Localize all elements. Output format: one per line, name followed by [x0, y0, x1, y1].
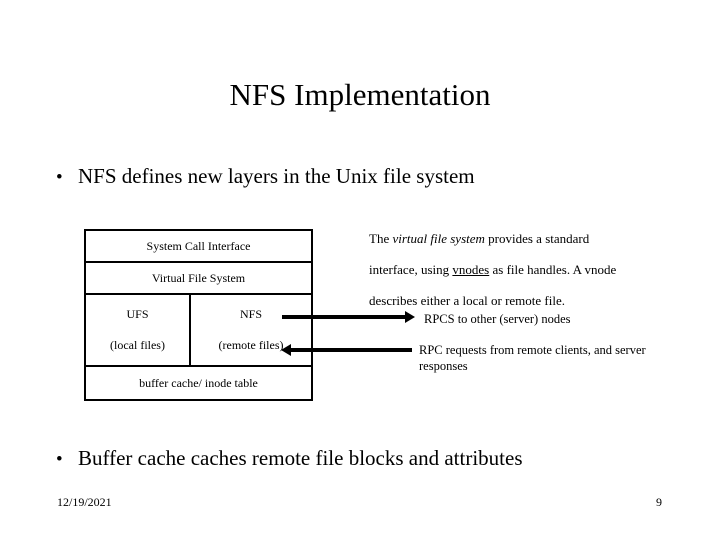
diagram-cell-nfs-title: NFS — [239, 307, 262, 321]
arrowhead-left-icon — [281, 344, 291, 356]
diagram-cell-nfs: NFS (remote files) — [191, 295, 311, 365]
diagram-cell-system-call-interface: System Call Interface — [146, 238, 251, 253]
vfs-description-line-1-post: provides a standard — [484, 231, 590, 246]
arrow-outgoing-rpc-icon — [282, 311, 415, 323]
bullet-point-icon: • — [56, 167, 63, 188]
slide-title: NFS Implementation — [229, 77, 491, 112]
bullet-item-2-label: Buffer cache caches remote file blocks a… — [78, 446, 523, 470]
arrow-legend-incoming-label: RPC requests from remote clients, and se… — [419, 343, 646, 373]
vfs-description-line-2-post: as file handles. A vnode — [489, 262, 617, 277]
arrowhead-right-icon — [405, 311, 415, 323]
footer-page-number: 9 — [656, 495, 662, 509]
bullet-item-2: • Buffer cache caches remote file blocks… — [56, 445, 523, 471]
diagram-cell-virtual-file-system: Virtual File System — [151, 270, 246, 285]
nfs-layer-diagram: System Call Interface Virtual File Syste… — [84, 229, 313, 401]
diagram-row-system-call: System Call Interface — [86, 231, 311, 263]
footer-date: 12/19/2021 — [57, 495, 112, 509]
diagram-cell-ufs-subtitle: (local files) — [110, 338, 165, 352]
vfs-description-paragraph: The virtual file system provides a stand… — [369, 223, 689, 316]
arrow-legend-outgoing-label: RPCS to other (server) nodes — [424, 312, 571, 326]
vfs-description-line-1-pre: The — [369, 231, 393, 246]
vfs-description-emphasis: virtual file system — [392, 231, 485, 246]
bullet-point-icon: • — [56, 449, 63, 470]
diagram-cell-nfs-subtitle: (remote files) — [218, 338, 284, 352]
diagram-row-virtual-file-system: Virtual File System — [86, 263, 311, 295]
vfs-description-line-2: interface, using vnodes as file handles.… — [369, 254, 689, 285]
diagram-cell-ufs: UFS (local files) — [86, 295, 191, 365]
vfs-description-line-1: The virtual file system provides a stand… — [369, 223, 689, 254]
diagram-row-buffer-cache: buffer cache/ inode table — [86, 367, 311, 399]
vfs-description-line-3: describes either a local or remote file. — [369, 293, 565, 308]
vfs-description-underline-term: vnodes — [452, 262, 490, 277]
arrow-incoming-rpc-icon — [281, 344, 412, 356]
bullet-item-1-label: NFS defines new layers in the Unix file … — [78, 164, 475, 188]
vfs-description-line-2-pre: interface, using — [369, 262, 453, 277]
diagram-cell-buffer-cache: buffer cache/ inode table — [139, 375, 258, 390]
bullet-item-1: • NFS defines new layers in the Unix fil… — [56, 163, 475, 189]
diagram-cell-ufs-title: UFS — [126, 307, 149, 321]
diagram-row-filesystems: UFS (local files) NFS (remote files) — [86, 295, 311, 367]
